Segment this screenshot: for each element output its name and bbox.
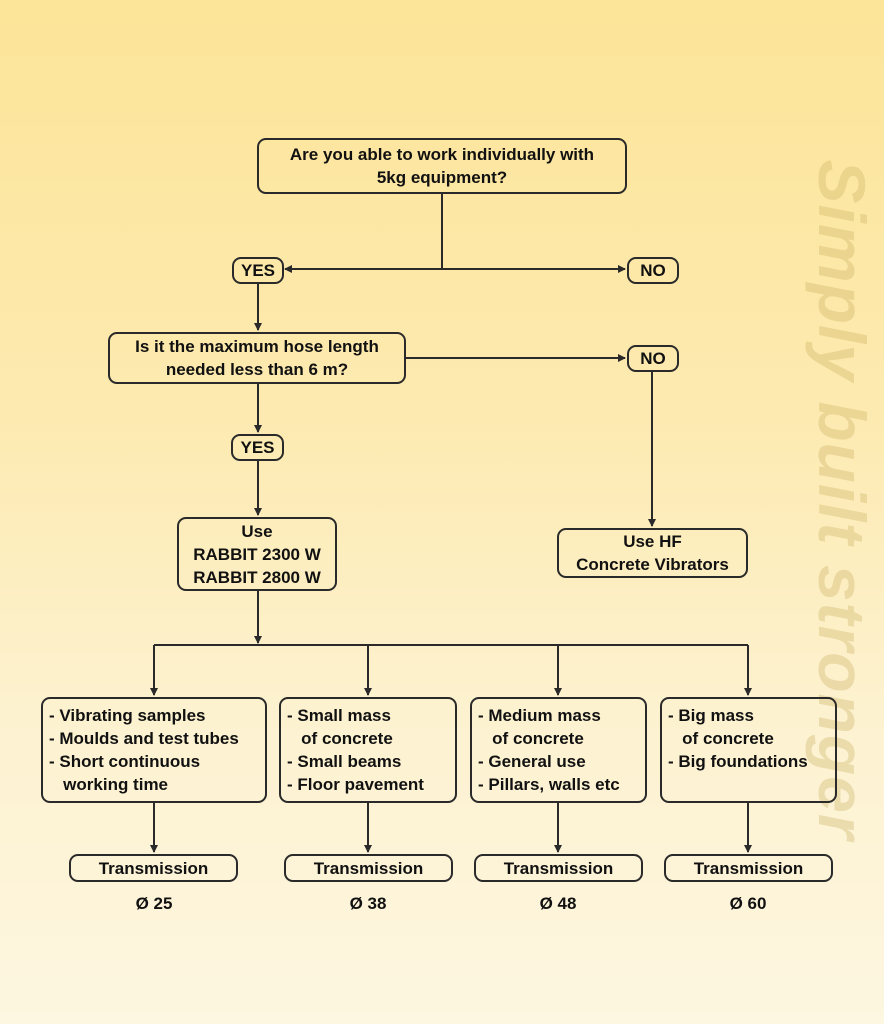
diameter-label-3: Ø 48 [539, 894, 577, 913]
hf-result-line1: Use HF [623, 532, 682, 551]
transmission-box-2: Transmission [284, 854, 453, 882]
application-2-line: - Small beams [287, 752, 402, 771]
question1-line2: 5kg equipment? [376, 168, 508, 187]
rabbit-result-line3: RABBIT 2800 W [193, 567, 321, 587]
application-3-line: - Pillars, walls etc [478, 775, 620, 794]
application-box-4: - Big mass of concrete - Big foundations [660, 697, 837, 803]
transmission-box-3: Transmission [474, 854, 643, 882]
application-3-line: - General use [478, 752, 586, 771]
question2-line2: needed less than 6 m? [165, 360, 349, 379]
application-1-line: - Moulds and test tubes [49, 729, 239, 748]
rabbit-result-line1: Use [241, 521, 273, 541]
hf-result-line2: Concrete Vibrators [576, 555, 729, 574]
transmission-4-label: Transmission [693, 858, 804, 878]
transmission-1-label: Transmission [98, 858, 209, 878]
application-1-line: working time [49, 775, 169, 794]
application-box-2: - Small mass of concrete - Small beams -… [279, 697, 457, 803]
application-2-line: of concrete [287, 729, 393, 748]
rabbit-result-line2: RABBIT 2300 W [193, 544, 321, 564]
yes1-label: YES [240, 261, 276, 280]
application-3-line: - Medium mass [478, 706, 601, 725]
transmission-2-label: Transmission [313, 858, 424, 878]
application-4-line: of concrete [668, 729, 774, 748]
diameter-label-2: Ø 38 [349, 894, 387, 913]
transmission-box-1: Transmission [69, 854, 238, 882]
hf-result-box: Use HF Concrete Vibrators [557, 528, 748, 578]
application-box-1: - Vibrating samples - Moulds and test tu… [41, 697, 267, 803]
diameter-label-1: Ø 25 [135, 894, 173, 913]
application-1-line: - Vibrating samples [49, 706, 206, 725]
application-1-line: - Short continuous [49, 752, 201, 771]
diameter-label-4: Ø 60 [729, 894, 767, 913]
no2-label: NO [640, 349, 666, 368]
transmission-box-4: Transmission [664, 854, 833, 882]
question1-box: Are you able to work individually with 5… [257, 138, 627, 194]
rabbit-result-box: Use RABBIT 2300 W RABBIT 2800 W [177, 517, 337, 591]
application-box-3: - Medium mass of concrete - General use … [470, 697, 647, 803]
yes1-box: YES [232, 257, 284, 284]
yes2-label: YES [240, 438, 275, 457]
no2-box: NO [627, 345, 679, 372]
transmission-3-label: Transmission [503, 858, 614, 878]
no1-box: NO [627, 257, 679, 284]
question2-line1: Is it the maximum hose length [135, 337, 379, 356]
application-2-line: - Floor pavement [287, 775, 424, 794]
application-4-line: - Big mass [668, 706, 754, 725]
question2-box: Is it the maximum hose length needed les… [108, 332, 406, 384]
no1-label: NO [640, 261, 666, 280]
question1-line1: Are you able to work individually with [289, 145, 595, 164]
yes2-box: YES [231, 434, 284, 461]
application-3-line: of concrete [478, 729, 584, 748]
application-4-line: - Big foundations [668, 752, 808, 771]
application-2-line: - Small mass [287, 706, 391, 725]
